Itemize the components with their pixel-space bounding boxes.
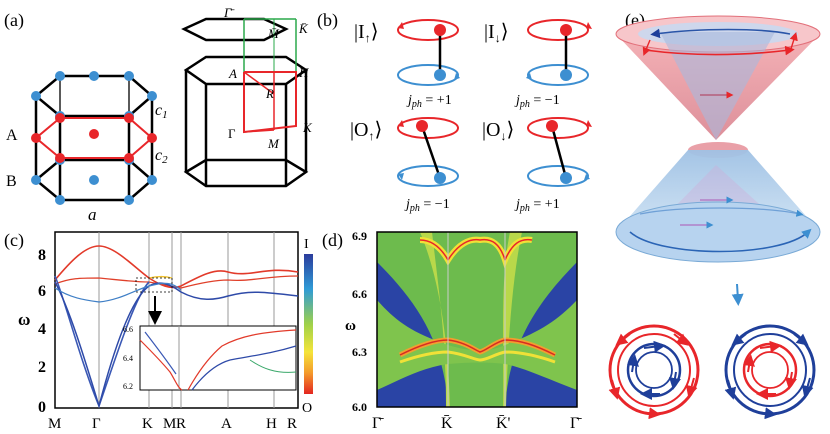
svg-text:2: 2 (38, 359, 46, 376)
svg-text:6: 6 (38, 283, 46, 300)
colorbar-bottom-label: O (302, 401, 312, 416)
c-xticks: M Γ K M R A H R (48, 416, 297, 432)
state-I-up: |I↑⟩ jph = +1 (354, 19, 460, 110)
svg-text:|I↓⟩: |I↓⟩ (484, 21, 509, 45)
svg-text:6.9: 6.9 (352, 229, 367, 243)
dirac-cones (615, 15, 821, 306)
label-H-point: H (298, 65, 309, 80)
svg-text:M: M (163, 416, 176, 432)
label-M-bar: M̄ (267, 26, 280, 41)
svg-text:K: K (142, 416, 153, 432)
svg-text:6.6: 6.6 (123, 325, 133, 334)
svg-text:Γ̄: Γ̄ (570, 415, 582, 432)
c-ylabel: ω (18, 310, 30, 329)
svg-text:jph = +1: jph = +1 (514, 197, 560, 214)
lattice-atoms (31, 71, 157, 205)
label-A-point: A (228, 66, 237, 81)
svg-text:6.2: 6.2 (123, 382, 133, 391)
svg-text:H: H (266, 416, 277, 432)
svg-text:Γ̄: Γ̄ (372, 415, 384, 432)
label-c2: c2 (155, 147, 168, 166)
state-O-up: |O↑⟩ jph = −1 (350, 117, 459, 214)
label-A-layer: A (6, 127, 18, 144)
svg-text:A: A (221, 416, 232, 432)
label-R-point: R (265, 86, 274, 101)
svg-text:8: 8 (38, 247, 46, 264)
label-M-point: M (267, 136, 280, 151)
brillouin-zone (181, 17, 309, 188)
svg-text:6.6: 6.6 (352, 287, 367, 301)
svg-text:6.3: 6.3 (352, 345, 367, 359)
svg-text:K̄: K̄ (441, 415, 453, 432)
svg-text:4: 4 (38, 321, 46, 338)
label-K-bar: K̄ (298, 21, 309, 36)
state-O-down: |O↓⟩ jph = +1 (482, 117, 592, 214)
panel-label-a: (a) (4, 10, 24, 31)
label-a: a (88, 205, 97, 224)
colorbar (304, 254, 313, 394)
panel-label-b: (b) (317, 10, 338, 31)
label-gamma-point: Γ (228, 126, 236, 141)
panel-label-d: (d) (322, 230, 343, 251)
svg-text:R: R (176, 416, 186, 432)
band-structure-plot: 6.6 6.4 6.2 (54, 231, 299, 409)
svg-text:M: M (48, 416, 61, 432)
spin-texture-red-outer (608, 324, 700, 420)
svg-text:jph = −1: jph = −1 (404, 197, 450, 214)
label-B-layer: B (6, 173, 17, 190)
d-ylabel: ω (345, 318, 356, 334)
svg-text:|I↑⟩: |I↑⟩ (354, 21, 379, 45)
spin-texture-blue-outer (724, 324, 816, 420)
panel-label-c: (c) (4, 230, 24, 251)
svg-text:K̄': K̄' (496, 415, 511, 432)
c-yticks: 0 2 4 6 8 (38, 247, 46, 416)
svg-text:jph = +1: jph = +1 (406, 93, 452, 110)
svg-text:0: 0 (38, 399, 46, 416)
svg-text:|O↑⟩: |O↑⟩ (350, 119, 382, 143)
label-K-point: K (302, 120, 313, 135)
svg-text:|O↓⟩: |O↓⟩ (482, 119, 514, 143)
svg-text:R: R (287, 416, 297, 432)
label-c1: c1 (155, 102, 168, 121)
svg-text:Γ: Γ (92, 416, 101, 432)
d-yticks: 6.9 6.6 6.3 6.0 (352, 229, 367, 414)
state-I-down: |I↓⟩ jph = −1 (484, 19, 592, 110)
d-xticks: Γ̄ K̄ K̄' Γ̄ (372, 415, 582, 432)
svg-text:6.4: 6.4 (123, 354, 133, 363)
svg-text:6.0: 6.0 (352, 400, 367, 414)
surface-spectrum-plot (376, 231, 578, 408)
colorbar-top-label: I (304, 237, 309, 252)
svg-text:jph = −1: jph = −1 (514, 93, 560, 110)
